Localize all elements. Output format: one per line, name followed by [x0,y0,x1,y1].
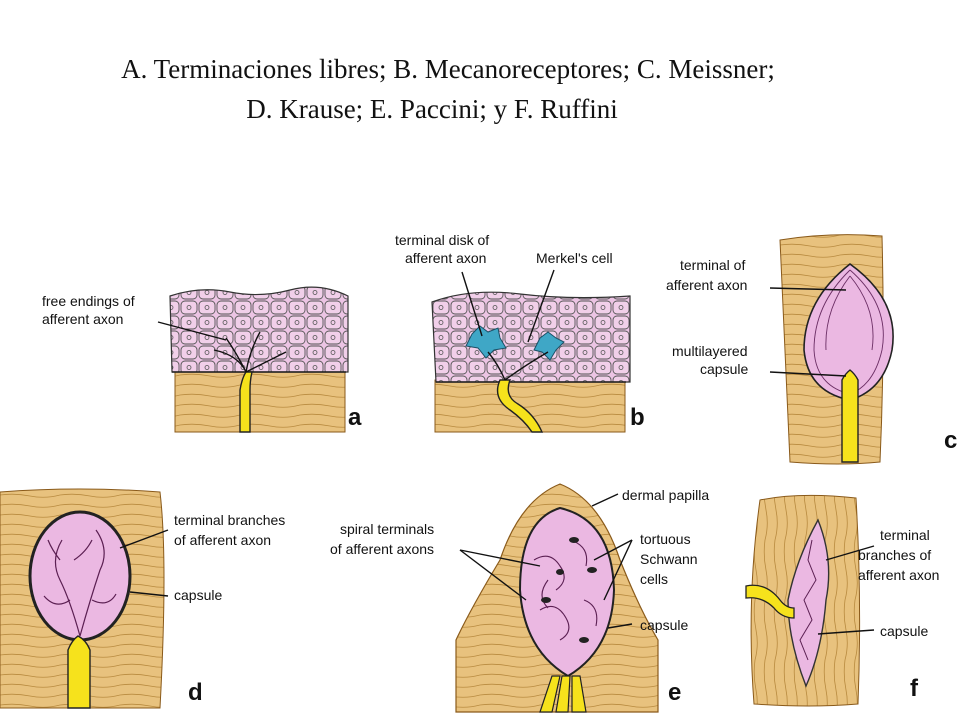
panel-b-merkel-cell-2 [533,331,565,361]
panel-c-letter: c [944,427,957,454]
panel-b-merkel-disk: terminal disk of afferent axon Merkel's … [395,232,645,433]
panel-f-axon [745,584,795,619]
panel-d-label-line-1: terminal branches [174,512,285,528]
panel-e-label-line-3: of afferent axons [330,541,434,557]
panel-e-label-line-6: cells [640,571,668,587]
panel-c-label-line-2: afferent axon [666,277,747,293]
panel-c-meissner: terminal of afferent axon multilayered c… [666,234,957,465]
panel-b-axon [496,379,544,433]
panel-a-letter: a [348,404,362,431]
panel-f-label-line-1: terminal [880,527,930,543]
panel-d-label-line-2: of afferent axon [174,532,271,548]
panel-c-axon [841,369,859,463]
panel-f-letter: f [910,675,919,702]
panel-e-label-line-7: capsule [640,617,688,633]
panel-b-epidermis [431,291,631,383]
panel-e-label-line-4: tortuous [640,531,691,547]
panel-d-capsule [28,510,132,642]
panel-e-axons [539,675,587,713]
panel-b-merkel-cell-1 [465,325,507,359]
panel-f-ruffini: terminal branches of afferent axon capsu… [745,494,939,707]
panel-a-label-line-2: afferent axon [42,311,123,327]
panel-e-label-line-5: Schwann [640,551,698,567]
panel-b-label-line-1: terminal disk of [395,232,489,248]
panel-f-capsule [787,518,830,688]
panel-e-pacini: dermal papilla spiral terminals of affer… [330,483,709,713]
panel-b-letter: b [630,404,645,431]
panel-a-axon [239,371,253,433]
panel-b-label-line-2: afferent axon [405,250,486,266]
panel-c-label-line-4: capsule [700,361,748,377]
panel-d-letter: d [188,679,203,706]
panel-a-dermis [174,371,346,433]
panel-e-label-line-1: dermal papilla [622,487,709,503]
page-title-line-2: D. Krause; E. Paccini; y F. Ruffini [246,94,618,124]
panel-d-axon [67,635,91,709]
panel-f-label-line-4: capsule [880,623,928,639]
panel-a-free-endings: free endings of afferent axon a [42,286,362,433]
panel-a-label-line-1: free endings of [42,293,135,309]
panel-c-label-line-1: terminal of [680,257,745,273]
panel-e-label-line-2: spiral terminals [340,521,434,537]
panel-d-label-line-3: capsule [174,587,222,603]
page-title-line-1: A. Terminaciones libres; B. Mecanorecept… [121,54,775,84]
panel-f-label-line-2: branches of [858,547,931,563]
panel-a-epidermis [169,286,349,373]
panel-e-letter: e [668,679,681,706]
panel-b-label-line-3: Merkel's cell [536,250,613,266]
panel-f-label-line-3: afferent axon [858,567,939,583]
panel-d-krause: terminal branches of afferent axon capsu… [0,488,285,709]
panel-c-label-line-3: multilayered [672,343,747,359]
